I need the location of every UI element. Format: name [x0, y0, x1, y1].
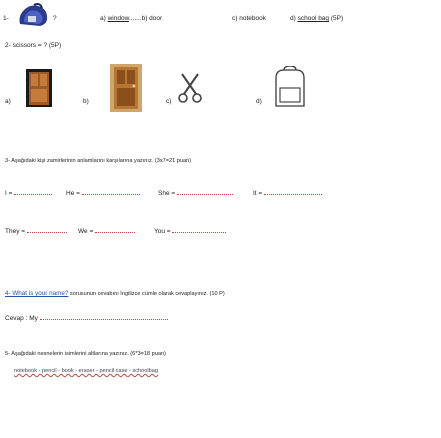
pronoun-label: They =	[5, 228, 26, 235]
answer-blank	[81, 188, 140, 195]
option-c: c) notebook	[232, 15, 266, 22]
door-icon	[110, 64, 142, 112]
option-d: d) school bag (5P)	[290, 15, 343, 22]
pronoun-we: We =	[78, 226, 136, 235]
answer-blank	[264, 188, 323, 195]
answer-blank	[39, 313, 168, 320]
answer-blank	[95, 226, 136, 233]
pronoun-label: You =	[154, 228, 171, 235]
answer-blank	[172, 226, 227, 233]
question-5-instruction: 5- Aşağıdaki nesnelerin isimlerini altla…	[5, 351, 166, 357]
question-4-task: sorusunun cevabını İngilizce cümle olara…	[69, 291, 225, 297]
pronoun-label: He =	[66, 190, 80, 197]
option-a-word: window	[107, 15, 129, 22]
scissors-icon	[176, 72, 204, 104]
pronoun-they: They =	[5, 226, 67, 235]
option-d-letter: d)	[256, 98, 262, 105]
option-c-letter: c)	[166, 98, 172, 105]
option-b-text: b) door	[141, 15, 163, 22]
question-3-instruction: 3- Aşağıdaki kişi zamirlerinin anlamları…	[5, 158, 192, 164]
question-4-answer: Cevap : My	[5, 313, 168, 322]
school-bag-icon	[272, 65, 308, 110]
answer-label: Cevap : My	[5, 315, 38, 322]
option-a-dots: .......	[128, 15, 142, 22]
pronoun-label: She =	[158, 190, 176, 197]
answer-blank	[176, 188, 233, 195]
pronoun-label: It =	[253, 190, 263, 197]
answer-blank	[26, 226, 67, 233]
school-bag-icon	[16, 2, 50, 28]
option-a-letter: a)	[5, 98, 11, 105]
option-c-letter: c)	[232, 15, 238, 22]
option-a: a) window.......b) door	[100, 15, 162, 22]
pronoun-it: It =	[253, 188, 323, 197]
question-4-instruction: 4- What is your name? sorusunun cevabını…	[5, 290, 225, 297]
pronoun-she: She =	[158, 188, 233, 197]
answer-words: notebook - pencil - book - eraser - penc…	[14, 368, 158, 374]
option-b-letter: b)	[83, 98, 89, 105]
option-a-letter: a)	[100, 15, 106, 22]
question-1-mark: ?	[53, 15, 57, 22]
question-number: 1-	[3, 15, 9, 22]
answer-blank	[14, 188, 53, 195]
question-4-prompt: 4- What is your name?	[5, 290, 69, 297]
pronoun-he: He =	[66, 188, 140, 197]
question-2-title: 2- scissors = ? (5P)	[5, 42, 62, 49]
pronoun-you: You =	[154, 226, 227, 235]
option-d-word: school bag	[297, 15, 330, 22]
question-1-points: (5P)	[330, 15, 344, 22]
door-icon	[25, 68, 53, 108]
pronoun-i: I =	[5, 188, 53, 197]
option-d-letter: d)	[290, 15, 296, 22]
pronoun-label: I =	[5, 190, 13, 197]
option-c-word: notebook	[239, 15, 266, 22]
pronoun-label: We =	[78, 228, 94, 235]
